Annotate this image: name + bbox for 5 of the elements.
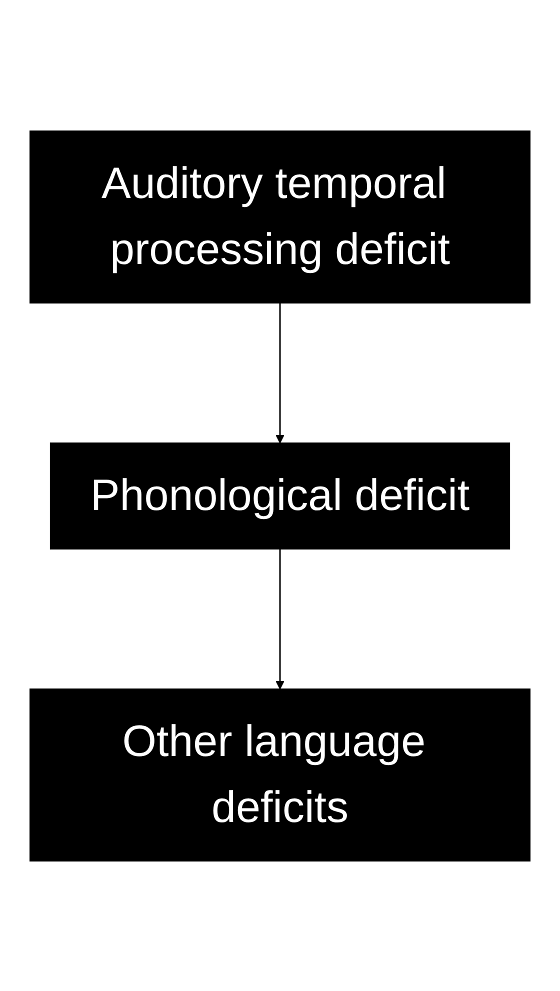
node-box: Auditory temporal processing deficit [30,130,530,303]
node-box: Other language deficits [30,688,530,861]
arrow [276,548,284,689]
arrow [276,302,284,443]
node-box: Phonological deficit [50,442,510,549]
